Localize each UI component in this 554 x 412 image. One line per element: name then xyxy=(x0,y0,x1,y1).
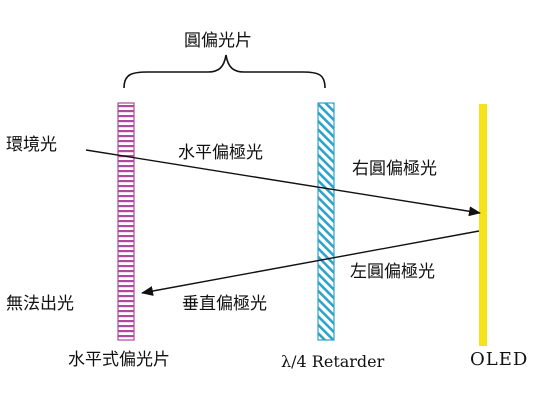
incoming-ray xyxy=(85,149,481,217)
oled-label: OLED xyxy=(470,349,529,370)
polarizer-brace xyxy=(123,54,326,89)
oled-panel xyxy=(479,104,487,346)
retarder-plate xyxy=(317,102,335,341)
ambient-light-label: 環境光 xyxy=(6,135,57,155)
retarder-label: λ/4 Retarder xyxy=(281,352,385,371)
vertical-polarized-light-label: 垂直偏極光 xyxy=(182,294,267,314)
horizontal-polarizer-label: 水平式偏光片 xyxy=(68,350,170,370)
horizontal-polarized-light-label: 水平偏極光 xyxy=(178,143,263,163)
no-light-out-label: 無法出光 xyxy=(6,294,74,314)
circular-polarizer-label: 圓偏光片 xyxy=(184,31,252,51)
left-circular-light-label: 左圓偏極光 xyxy=(350,262,435,282)
horizontal-polarizer-plate xyxy=(117,102,135,341)
right-circular-light-label: 右圓偏極光 xyxy=(352,159,437,179)
reflected-ray xyxy=(141,230,480,296)
